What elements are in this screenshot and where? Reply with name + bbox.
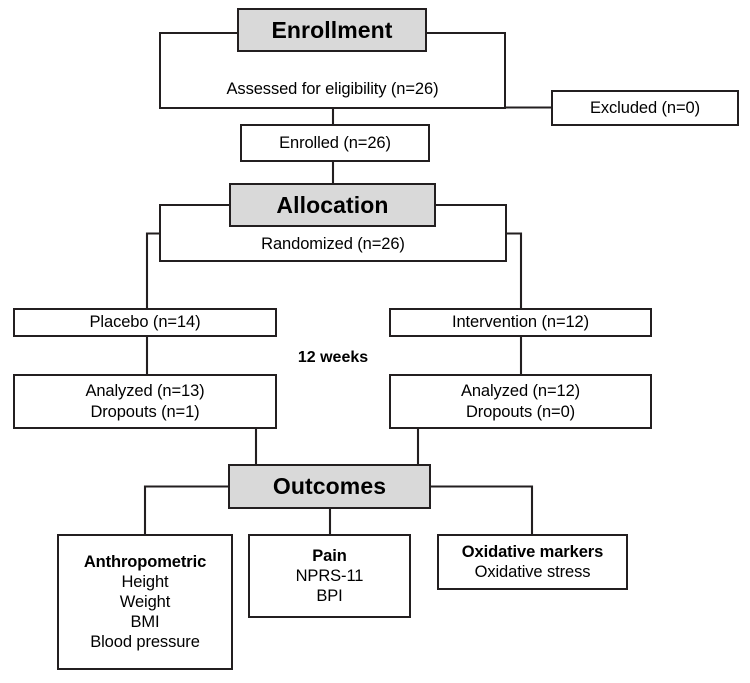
node-oxidative-title: Oxidative markers [461,542,604,561]
node-anthropometric: Anthropometric Height Weight BMI Blood p… [57,534,233,670]
node-anthropometric-item-bmi: BMI [130,613,160,632]
node-pain-item-nprs: NPRS-11 [295,566,364,585]
node-pain-title: Pain [312,546,347,565]
node-anthropometric-item-height: Height [121,572,169,591]
node-anthropometric-title: Anthropometric [83,552,207,571]
node-analyzed-intervention-line2: Dropouts (n=0) [465,402,576,421]
connector-randomized-to-placebo [145,232,159,308]
node-pain-item-bpi: BPI [316,587,343,606]
stage-header-enrollment-label: Enrollment [271,16,393,43]
node-excluded-label: Excluded (n=0) [589,98,701,117]
connector-outcomes-to-anthropometric [143,485,228,534]
node-analyzed-placebo-line2: Dropouts (n=1) [90,402,200,421]
node-randomized-label: Randomized (n=26) [261,234,405,253]
node-analyzed-placebo-line1: Analyzed (n=13) [85,382,205,401]
node-placebo-label: Placebo (n=14) [89,313,201,332]
node-analyzed-intervention-line1: Analyzed (n=12) [460,382,581,401]
node-assessed-label: Assessed for eligibility (n=26) [226,79,439,98]
node-intervention: Intervention (n=12) [389,308,652,337]
stage-header-enrollment: Enrollment [237,8,427,52]
connector-outcomes-to-oxidative [431,485,534,534]
node-oxidative-item-stress: Oxidative stress [474,563,591,581]
stage-header-outcomes-label: Outcomes [272,473,387,500]
stage-header-outcomes: Outcomes [228,464,431,509]
node-enrolled: Enrolled (n=26) [240,124,430,162]
node-enrolled-label: Enrolled (n=26) [279,133,391,152]
node-excluded: Excluded (n=0) [551,90,739,126]
node-intervention-label: Intervention (n=12) [451,313,590,332]
annotation-duration: 12 weeks [297,349,369,366]
stage-header-allocation-label: Allocation [276,191,389,218]
stage-header-allocation: Allocation [229,183,436,227]
connector-randomized-to-intervention [507,232,523,308]
node-oxidative-markers: Oxidative markers Oxidative stress [437,534,628,590]
node-anthropometric-item-weight: Weight [119,592,171,611]
node-placebo: Placebo (n=14) [13,308,277,337]
node-analyzed-intervention: Analyzed (n=12) Dropouts (n=0) [389,374,652,429]
node-anthropometric-item-blood-pressure: Blood pressure [90,633,200,652]
node-pain: Pain NPRS-11 BPI [248,534,411,618]
node-analyzed-placebo: Analyzed (n=13) Dropouts (n=1) [13,374,277,429]
